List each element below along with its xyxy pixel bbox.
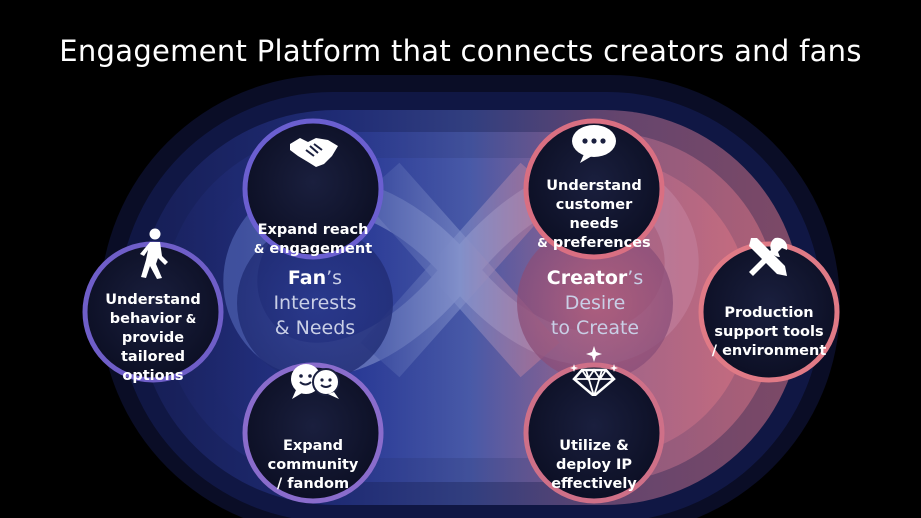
- expand-community-line1: Expand: [282, 437, 344, 454]
- understand-behavior-line1: Understand: [105, 291, 201, 308]
- expand-reach-line1: Expand reach: [257, 222, 369, 238]
- fan-hub-suffix: ’s: [326, 267, 343, 289]
- fan-hub-line3: & Needs: [274, 317, 356, 339]
- utilize-ip-line2: deploy IP: [555, 456, 633, 473]
- understand-customer-amp: &: [537, 236, 548, 250]
- handshake-icon: [290, 138, 338, 167]
- creator-hub-suffix: ’s: [627, 267, 644, 289]
- understand-behavior-amp: &: [181, 311, 197, 326]
- production-support-line1: Production: [724, 304, 814, 321]
- creator-hub-label: Creator’s Desire to Create: [528, 266, 662, 341]
- understand-behavior-line2: behavior: [109, 310, 182, 327]
- expand-community-line2: community: [267, 456, 359, 473]
- node-utilize-ip: Utilize & deploy IP effectively: [530, 370, 658, 498]
- expand-reach-line2: engagement: [264, 241, 373, 257]
- creator-hub-line3: to Create: [550, 317, 640, 339]
- node-production-support: Production support tools / environment: [705, 258, 833, 386]
- fan-hub-label: Fan’s Interests & Needs: [248, 266, 382, 341]
- creator-hub-line2: Desire: [564, 292, 626, 314]
- expand-community-line3: / fandom: [276, 475, 350, 492]
- expand-reach-amp: &: [253, 242, 265, 256]
- understand-behavior-line3: provide tailored: [121, 329, 185, 365]
- fan-hub-line2: Interests: [273, 292, 357, 314]
- understand-customer-line2: customer needs: [555, 197, 633, 232]
- production-support-line2: support tools: [714, 323, 824, 340]
- utilize-ip-line1: Utilize &: [559, 437, 629, 454]
- diamond-icon: [570, 346, 618, 396]
- walking-person-icon: [140, 228, 168, 279]
- node-expand-reach: Expand reach & engagement: [249, 176, 377, 304]
- node-understand-behavior: Understand behavior & provide tailored o…: [89, 258, 217, 386]
- understand-customer-line3: preferences: [547, 235, 651, 251]
- node-rings: [82, 118, 840, 504]
- page-title: Engagement Platform that connects creato…: [59, 34, 862, 68]
- node-expand-community: Expand community / fandom: [249, 370, 377, 498]
- understand-behavior-line4: options: [122, 367, 184, 384]
- utilize-ip-line3: effectively: [551, 475, 637, 492]
- chat-faces-icon: [291, 364, 340, 399]
- production-support-line3: / environment: [711, 342, 827, 359]
- understand-customer-line1: Understand: [546, 178, 642, 194]
- fan-hub-strong: Fan: [287, 267, 327, 289]
- creator-hub-strong: Creator: [546, 267, 628, 289]
- tools-icon: [749, 237, 788, 276]
- node-understand-customer: Understand customer needs & preferences: [530, 130, 658, 258]
- speech-bubble-icon: [572, 125, 616, 163]
